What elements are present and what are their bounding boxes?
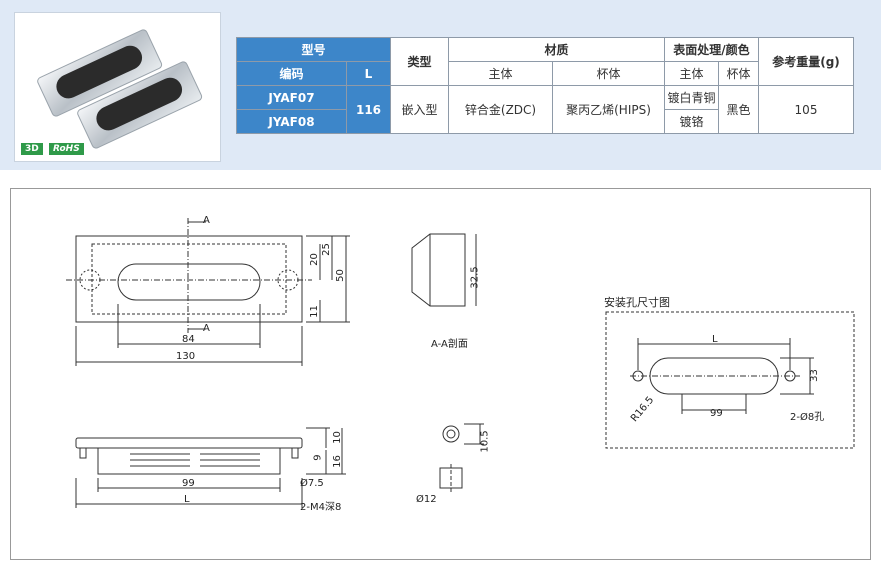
section-mark-bottom: A <box>203 323 210 334</box>
dim-16: 16 <box>331 455 343 468</box>
header-model: 型号 <box>236 37 391 62</box>
top-view-slot <box>117 263 261 301</box>
header-material: 材质 <box>448 37 665 62</box>
dim-32-5: 32.5 <box>469 266 481 289</box>
handle-image-icon <box>37 29 203 149</box>
code-jyaf07: JYAF07 <box>236 85 347 110</box>
technical-drawing <box>66 218 855 508</box>
top-view-outline <box>75 235 303 323</box>
technical-drawing-frame <box>10 188 871 560</box>
hole-drawing-title: 安装孔尺寸图 <box>604 296 670 309</box>
dim-d7-5: Ø7.5 <box>300 478 324 489</box>
l-value: 116 <box>346 85 391 134</box>
hole-dim-d8: 2-Ø8孔 <box>790 412 825 423</box>
cup-material-value: 聚丙乙烯(HIPS) <box>552 85 665 134</box>
dim-d12: Ø12 <box>416 494 437 505</box>
dim-50: 50 <box>334 269 346 282</box>
hole-dim-99: 99 <box>710 408 723 419</box>
weight-value: 105 <box>758 85 854 134</box>
hole-dim-l: L <box>712 334 718 345</box>
header-code: 编码 <box>236 61 347 86</box>
top-view-inner <box>91 243 287 315</box>
dim-84: 84 <box>182 334 195 345</box>
cup-color-value: 黑色 <box>718 85 759 134</box>
spec-table: 型号 类型 材质 表面处理/颜色 参考重量(g) 编码 L 主体 杯体 主体 杯… <box>236 37 854 134</box>
header-body-material: 主体 <box>448 61 553 86</box>
finish-value-1: 镀白青铜 <box>664 85 719 110</box>
header-l: L <box>346 61 391 86</box>
dim-20: 20 <box>308 253 320 266</box>
body-material-value: 锌合金(ZDC) <box>448 85 553 134</box>
header-finish-body: 主体 <box>664 61 719 86</box>
header-cup-material: 杯体 <box>552 61 665 86</box>
header-weight: 参考重量(g) <box>758 37 854 86</box>
product-photo: 3D RoHS <box>14 12 221 162</box>
dim-10-5: 10.5 <box>479 430 491 453</box>
section-label: A-A剖面 <box>431 339 468 350</box>
hole-dim-33: 33 <box>808 369 820 382</box>
dim-9: 9 <box>312 454 324 461</box>
badge-rohs: RoHS <box>49 143 84 155</box>
dim-25: 25 <box>320 243 332 256</box>
dim-l-front: L <box>184 494 190 505</box>
dim-m4-thread: 2-M4深8 <box>300 502 342 513</box>
dim-130: 130 <box>176 351 196 362</box>
section-mark-top: A <box>203 215 210 226</box>
badge-3d: 3D <box>21 143 43 155</box>
header-finish: 表面处理/颜色 <box>664 37 759 62</box>
dim-11: 11 <box>308 305 320 318</box>
dim-10: 10 <box>331 431 343 444</box>
code-jyaf08: JYAF08 <box>236 109 347 134</box>
header-type: 类型 <box>390 37 449 86</box>
type-value: 嵌入型 <box>390 85 449 134</box>
header-finish-cup: 杯体 <box>718 61 759 86</box>
finish-value-2: 镀铬 <box>664 109 719 134</box>
dim-99-front: 99 <box>182 478 195 489</box>
